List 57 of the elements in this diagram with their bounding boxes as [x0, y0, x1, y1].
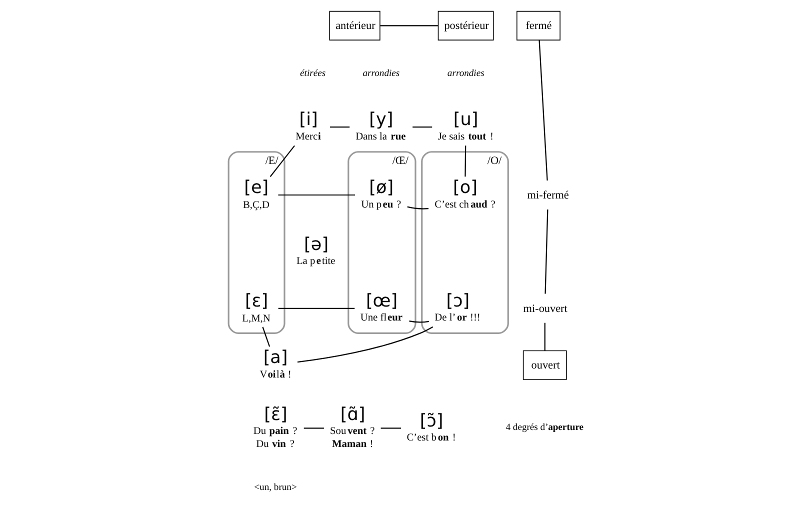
node-box: ouvert	[522, 350, 567, 380]
node-label: Un peu ?	[361, 199, 402, 210]
node-text: [ø]	[369, 178, 394, 198]
label: arrondies	[362, 68, 400, 80]
node-label: C’est chaud ?	[434, 199, 496, 210]
connector	[278, 308, 355, 309]
connector	[544, 322, 546, 350]
node-text: [ɔ̃]	[420, 411, 444, 432]
label: arrondies	[447, 68, 484, 80]
connector	[304, 428, 324, 429]
node-text: mi-ouvert	[523, 302, 568, 315]
node-box: postérieur	[438, 10, 494, 40]
node-text: [y]	[369, 110, 394, 130]
node-text: [a]	[263, 348, 288, 368]
node-text: [œ]	[366, 292, 398, 312]
node-text: [u]	[453, 110, 478, 130]
connector	[409, 320, 430, 323]
connector	[270, 145, 295, 177]
node-label: De l’or !!!	[434, 312, 480, 324]
node-label: Maman !	[332, 438, 374, 450]
node-label: Je sais tout !	[438, 131, 494, 142]
connector	[380, 25, 438, 26]
connector	[407, 206, 429, 210]
connector	[412, 126, 432, 128]
node-text: [ɛ̃]	[264, 404, 288, 425]
connector	[297, 326, 434, 363]
node-label: La petite	[296, 256, 336, 268]
node-label: Du pain ?	[253, 426, 298, 438]
node-box: antérieur	[329, 10, 380, 40]
node-label: C’est bon !	[406, 432, 456, 444]
node-label: Du vin ?	[256, 438, 294, 450]
node-label: Voilà !	[260, 369, 292, 380]
node-label: Dans la rue	[356, 131, 406, 142]
connector	[380, 428, 401, 429]
node-label: B,Ç,D	[242, 200, 270, 212]
node-text: [o]	[453, 178, 478, 198]
node-text: [ɛ]	[244, 292, 268, 312]
node-label: Merci	[296, 131, 321, 142]
node-label: L,M,N	[242, 314, 270, 325]
connector	[464, 146, 466, 177]
node-text: mi-fermé	[527, 189, 569, 202]
node-text: [e]	[244, 178, 269, 198]
node-label: Souvent ?	[330, 426, 375, 438]
node-text: [ɑ̃]	[340, 404, 366, 425]
connector	[538, 40, 548, 181]
connector	[262, 326, 270, 347]
node-text: [ɔ]	[446, 292, 470, 312]
node-text: [ə]	[304, 234, 329, 255]
label: étirées	[300, 68, 326, 80]
node-text: [i]	[299, 110, 318, 130]
label: 4 degrés d’aperture	[506, 422, 584, 433]
label: <un, brun>	[254, 482, 297, 493]
node-box: fermé	[516, 10, 560, 40]
node-label: Une fleur	[360, 312, 403, 324]
connector	[330, 126, 350, 128]
connector	[278, 194, 355, 196]
connector	[544, 210, 548, 294]
